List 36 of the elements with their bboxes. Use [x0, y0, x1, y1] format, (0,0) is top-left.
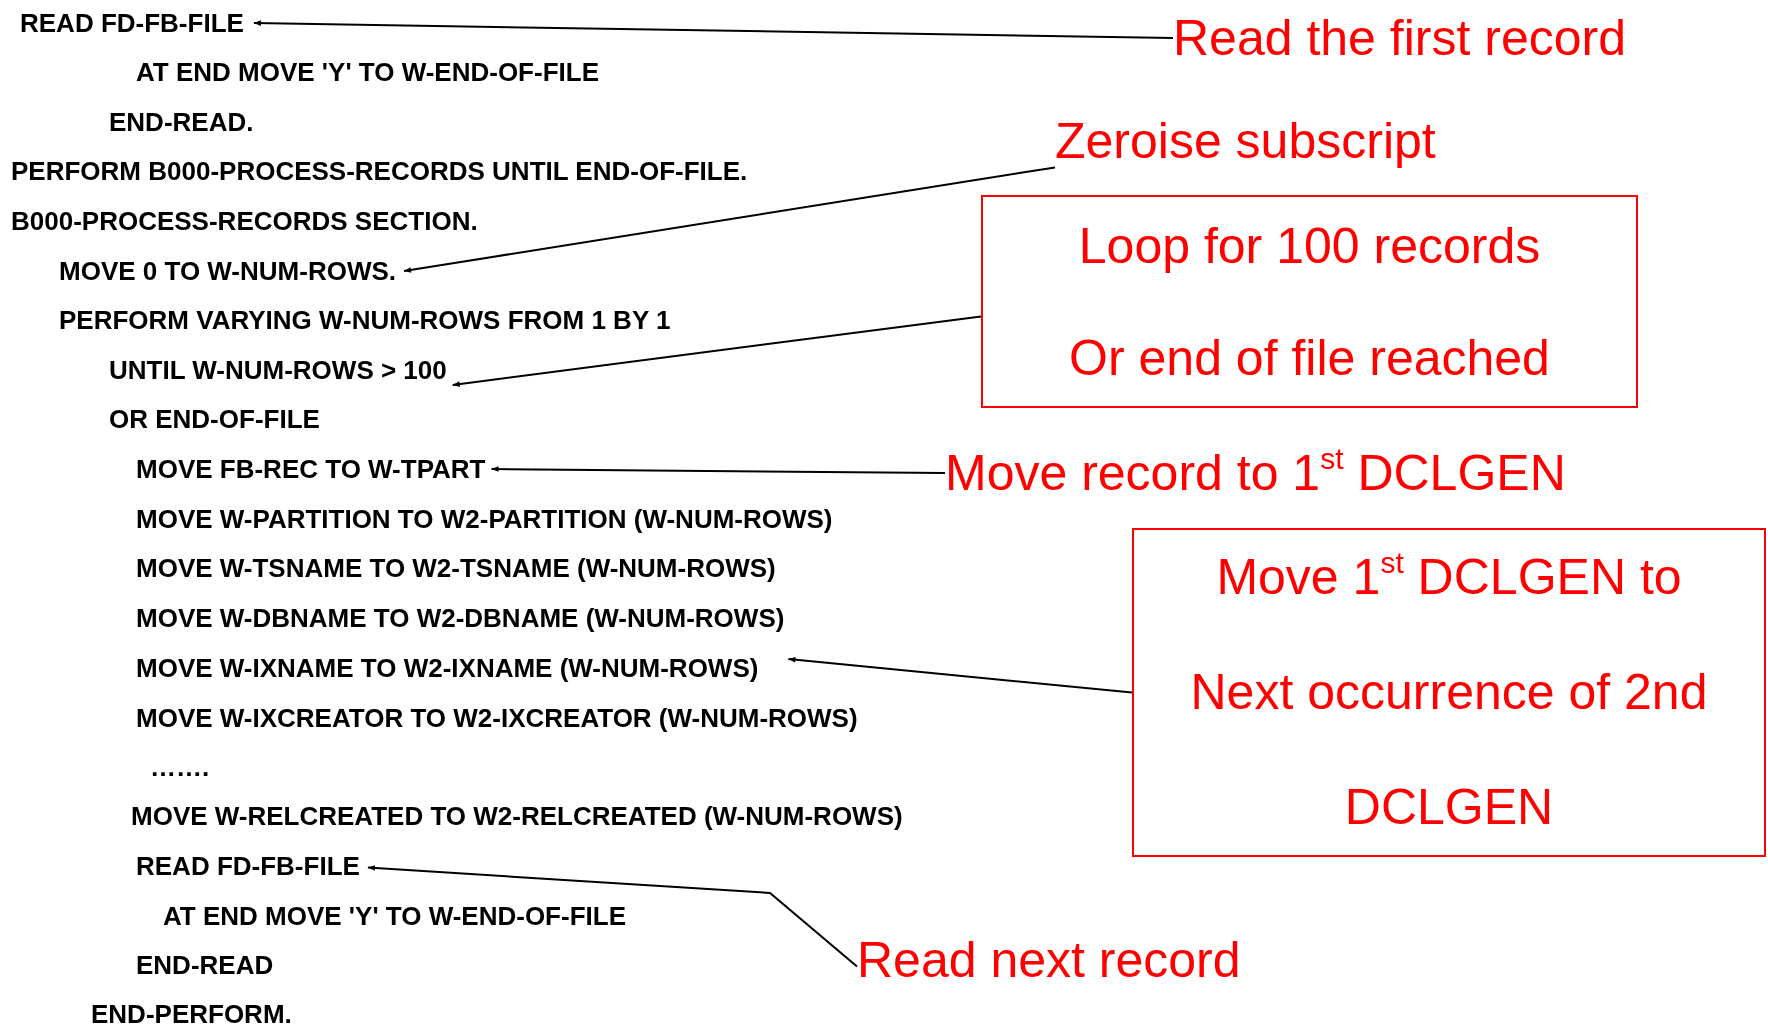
code-line: PERFORM VARYING W-NUM-ROWS FROM 1 BY 1	[59, 305, 671, 335]
code-line: AT END MOVE 'Y' TO W-END-OF-FILE	[163, 901, 626, 931]
code-line: MOVE W-DBNAME TO W2-DBNAME (W-NUM-ROWS)	[136, 603, 785, 633]
code-line: MOVE W-RELCREATED TO W2-RELCREATED (W-NUM-ROWS)	[131, 801, 903, 831]
code-line: END-PERFORM.	[91, 999, 292, 1027]
leader-arrow	[451, 315, 982, 387]
annotation-box	[981, 195, 1638, 408]
annotation-text: Zeroise subscript	[1055, 108, 1436, 174]
code-line: MOVE FB-REC TO W-TPART	[136, 454, 486, 484]
code-line: END-READ.	[109, 107, 254, 137]
code-line: B000-PROCESS-RECORDS SECTION.	[11, 206, 478, 236]
annotation-text: Move 1$^{st}$ DCLGEN to Next occurrence of 2nd DCLGEN	[1189, 545, 1709, 837]
annotation-text: Read the first record	[1173, 5, 1626, 71]
leader-arrow	[252, 20, 1174, 39]
leader-arrow	[403, 166, 1056, 273]
annotation-text: Move record to 1$^{st}$ DCLGEN	[945, 440, 1566, 506]
code-line: END-READ	[136, 950, 274, 980]
leader-arrow	[366, 865, 858, 968]
code-line: MOVE W-IXCREATOR TO W2-IXCREATOR (W-NUM-ROWS)	[136, 703, 858, 733]
annotation-text: Or end of file reached	[1069, 328, 1550, 388]
annotation-text: Read next record	[857, 927, 1241, 993]
code-line: MOVE 0 TO W-NUM-ROWS.	[59, 256, 396, 286]
code-line: OR END-OF-FILE	[109, 404, 320, 434]
leader-arrow	[490, 466, 946, 474]
annotation-box	[1132, 528, 1766, 857]
code-line: READ FD-FB-FILE	[136, 851, 360, 881]
code-line: UNTIL W-NUM-ROWS > 100	[109, 355, 447, 385]
code-line: MOVE W-IXNAME TO W2-IXNAME (W-NUM-ROWS)	[136, 653, 759, 683]
annotation-text: Loop for 100 records	[1078, 216, 1541, 276]
code-line: PERFORM B000-PROCESS-RECORDS UNTIL END-OF-FILE.	[11, 156, 748, 186]
code-line: MOVE W-PARTITION TO W2-PARTITION (W-NUM-ROWS)	[136, 504, 833, 534]
code-line: MOVE W-TSNAME TO W2-TSNAME (W-NUM-ROWS)	[136, 553, 776, 583]
code-line: READ FD-FB-FILE	[20, 8, 244, 38]
code-line: AT END MOVE 'Y' TO W-END-OF-FILE	[136, 57, 599, 87]
leader-arrow	[787, 656, 1133, 694]
code-line: …….	[150, 752, 210, 782]
